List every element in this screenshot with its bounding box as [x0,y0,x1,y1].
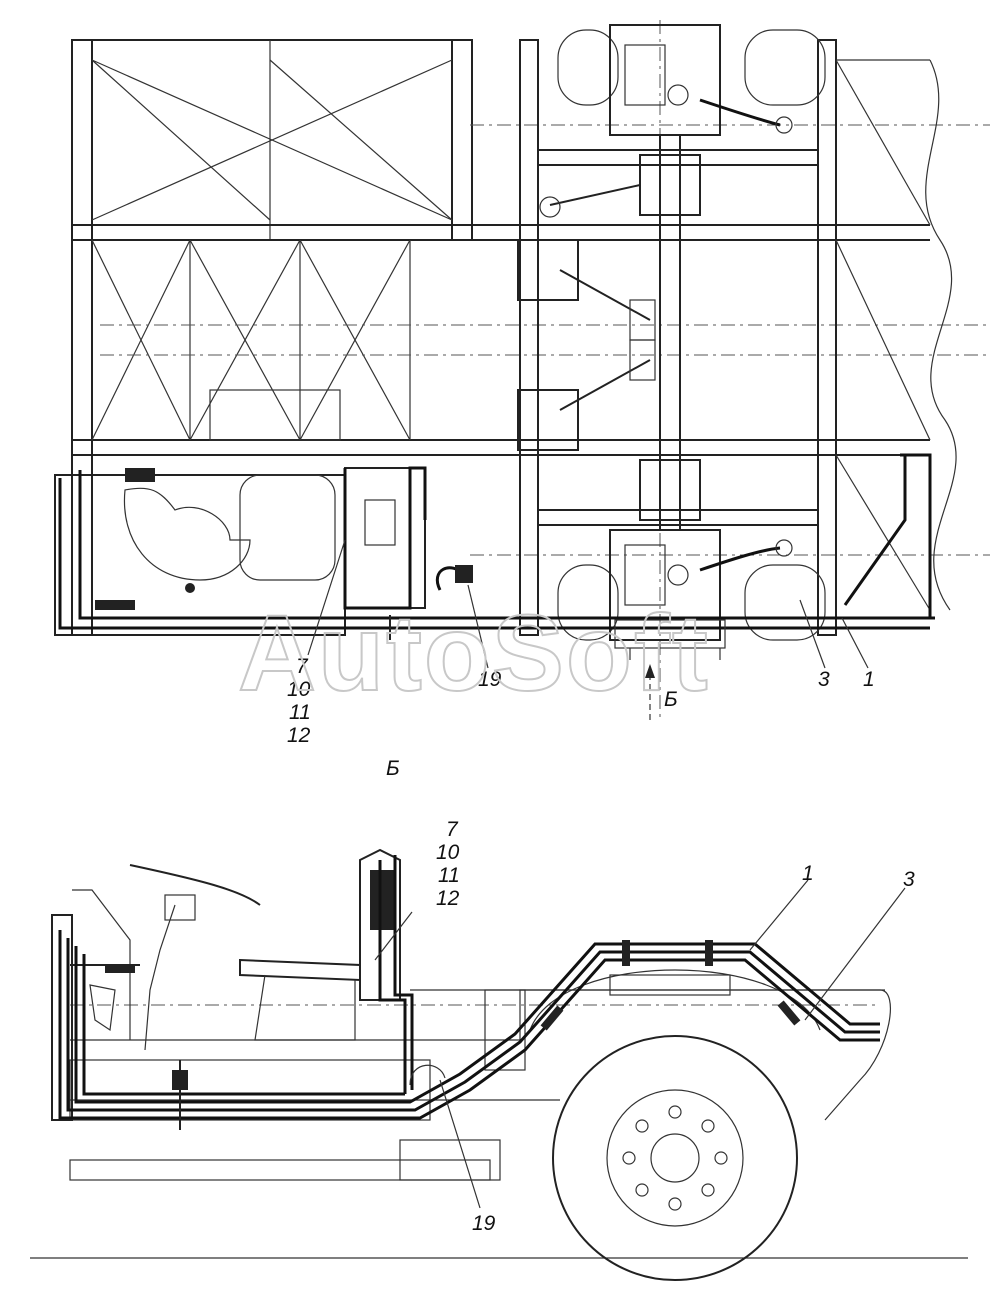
callout-12-side: 12 [436,887,460,910]
callout-7-side: 7 [446,818,459,841]
rear-axle-assembly [609,529,721,641]
callout-3-top: 3 [818,668,830,691]
callout-12-top: 12 [287,724,311,747]
callout-1-side: 1 [802,862,814,885]
callout-10-side: 10 [436,841,460,864]
front-axle-assembly [609,24,721,136]
brake-line-1 [58,478,930,630]
brake-line-3 [78,470,935,620]
pipe-bundle-b [66,938,880,1112]
top-view: 7 10 11 12 19 3 1 Б [54,20,990,747]
watermark: AutoSoft [238,592,710,713]
callout-3-side: 3 [903,868,915,891]
steering-cylinder-lower [517,389,579,451]
callout-19-top: 19 [478,668,502,691]
section-title: Б [386,757,400,780]
callout-11-side: 11 [438,864,460,887]
driver-seat-side [239,958,361,982]
side-view: 7 10 11 12 1 3 19 [30,818,968,1281]
steering-cylinder-upper [517,239,579,301]
view-arrow-icon [645,664,655,678]
rear-wheel [552,1035,798,1281]
callout-19-side: 19 [472,1212,496,1235]
callout-1-top: 1 [863,668,875,691]
callout-7-top: 7 [296,655,309,678]
pedal-pad [125,468,155,482]
callout-10-top: 10 [287,678,311,701]
driver-seat [344,467,426,609]
view-arrow-label: Б [664,688,678,711]
callout-11-top: 11 [289,701,311,724]
